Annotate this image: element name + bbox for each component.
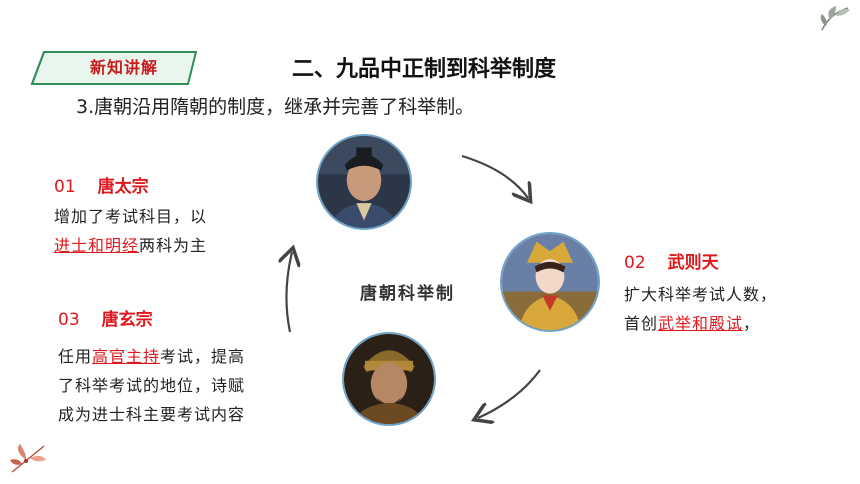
emperor-02-line1: 扩大科举考试人数，: [624, 285, 778, 304]
emperor-01-line1: 增加了考试科目，以: [54, 207, 208, 226]
page-subtitle: 3.唐朝沿用隋朝的制度，继承并完善了科举制。: [76, 96, 475, 118]
emperor-02-line2: 首创武举和殿试，: [624, 309, 844, 338]
portrait-tang-taizong: [316, 134, 412, 230]
emperor-03-name: 唐玄宗: [101, 310, 153, 330]
emperor-03-line1: 任用高官主持考试，提高: [58, 342, 318, 371]
emperor-02-description: 扩大科举考试人数， 首创武举和殿试，: [624, 280, 844, 340]
emperor-03-line1-rest: 考试，提高: [160, 347, 246, 366]
portrait-wu-zetian: [500, 232, 600, 332]
section-tab-label: 新知讲解: [89, 58, 158, 77]
emperor-03-line2: 了科举考试的地位，诗赋: [58, 376, 246, 395]
emperor-02-title: 02 武则天: [624, 251, 824, 275]
emperor-01-line2-rest: 两科为主: [139, 236, 208, 255]
emperor-02-name: 武则天: [667, 253, 719, 273]
emperor-02-highlight: 武举和殿试: [658, 314, 744, 333]
emperor-03-line1-prefix: 任用: [58, 347, 93, 366]
arrow-top-right: [461, 154, 528, 198]
emperor-02-number: 02: [624, 253, 646, 273]
emperor-01-number: 01: [54, 177, 76, 197]
emperor-01-highlight: 进士和明经: [54, 236, 140, 255]
portrait-tang-xuanzong: [342, 332, 436, 426]
emperor-03-number: 03: [58, 310, 80, 330]
center-label: 唐朝科举制: [360, 284, 455, 304]
emperor-01-line2: 进士和明经两科为主: [54, 231, 284, 260]
flower-decoration-icon: [10, 444, 46, 473]
arrow-bottom-left: [478, 369, 541, 418]
emperor-01-description: 增加了考试科目，以 进士和明经两科为主: [54, 202, 284, 262]
emperor-03-title: 03 唐玄宗: [58, 308, 258, 332]
section-tab-shape: [30, 51, 198, 85]
emperor-03-line3: 成为进士科主要考试内容: [58, 405, 246, 424]
emperor-02-line2-rest: ，: [743, 314, 761, 333]
emperor-01-name: 唐太宗: [97, 177, 149, 197]
arrow-left-up: [286, 252, 292, 333]
emperor-03-highlight: 高官主持: [92, 347, 161, 366]
page-title: 二、九品中正制到科举制度: [292, 57, 557, 82]
emperor-01-title: 01 唐太宗: [54, 175, 254, 199]
emperor-03-description: 任用高官主持考试，提高 了科举考试的地位，诗赋 成为进士科主要考试内容: [58, 342, 318, 434]
emperor-02-line2-prefix: 首创: [624, 314, 659, 333]
leaf-decoration-icon: [820, 6, 850, 31]
